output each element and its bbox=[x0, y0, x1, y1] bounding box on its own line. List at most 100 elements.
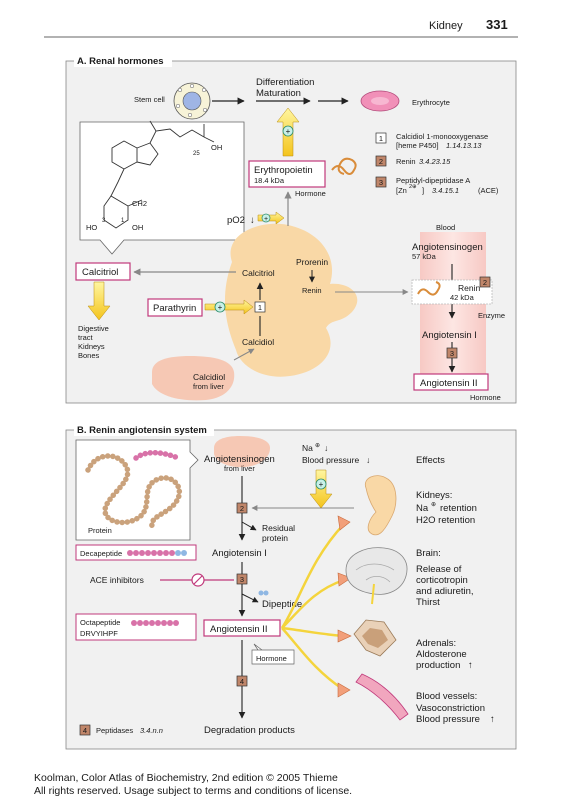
target-3: Kidneys bbox=[78, 342, 105, 351]
octapeptide-label: Octapeptide bbox=[80, 618, 120, 627]
kidney-organ-icon bbox=[364, 475, 397, 536]
legend-3-line1: Peptidyl-dipeptidase A bbox=[396, 176, 470, 185]
erythrocyte-center bbox=[371, 97, 389, 105]
blood-label: Blood bbox=[436, 223, 455, 232]
calcitriol-box bbox=[75, 262, 131, 281]
differentiation-label: Differentiation bbox=[256, 77, 314, 88]
po2-label: pO2 bbox=[227, 215, 245, 226]
effect-adrenals-1: Aldosterone bbox=[416, 649, 467, 660]
molecule-3: 3 bbox=[102, 218, 106, 224]
brain-organ-icon bbox=[345, 547, 408, 595]
maturation-label: Maturation bbox=[256, 88, 301, 99]
hormone-a-bottom: Hormone bbox=[470, 393, 501, 402]
effect-vessels-up: ↑ bbox=[490, 714, 495, 725]
legend-3-ec: 3.4.15.1 bbox=[432, 186, 459, 195]
legend-1-box bbox=[375, 132, 387, 144]
legend-4-num: 4 bbox=[83, 726, 87, 735]
effect-vessels: Blood vessels: bbox=[416, 691, 477, 702]
molecule-oh: OH bbox=[211, 143, 222, 152]
legend-4-box bbox=[79, 724, 91, 736]
enzyme-1-num: 1 bbox=[258, 303, 262, 312]
erythropoietin-label: Erythropoietin bbox=[254, 165, 313, 176]
angiotensin2-a-label: Angiotensin II bbox=[420, 378, 478, 389]
section-b-title: B. Renin angiotensin system bbox=[77, 425, 207, 436]
arrow-liver-kidney bbox=[233, 348, 255, 361]
plus-icon-epo bbox=[282, 125, 294, 137]
liver-shape-b bbox=[214, 436, 270, 468]
plus-icon-po2 bbox=[261, 213, 271, 223]
angiotensin2-a-box bbox=[413, 373, 489, 391]
enzyme-4-num: 4 bbox=[240, 677, 244, 686]
hormone-b-label: Hormone bbox=[256, 654, 287, 663]
chapter-title: Kidney bbox=[429, 20, 463, 32]
residual-1: Residual bbox=[262, 523, 295, 533]
decapeptide-label: Decapeptide bbox=[80, 549, 122, 558]
molecule-oh2: OH bbox=[132, 223, 143, 232]
curve-to-vessels bbox=[281, 627, 345, 692]
protein-label: Protein bbox=[88, 526, 112, 535]
calcitriol-box-label: Calcitriol bbox=[82, 267, 118, 278]
effect-brain-3: and adiuretin, bbox=[416, 586, 474, 597]
stem-cell-icon bbox=[173, 82, 211, 120]
degradation-label: Degradation products bbox=[204, 725, 295, 736]
plus-sign-epo: + bbox=[286, 127, 291, 136]
legend-3-line2: [Zn bbox=[396, 186, 407, 195]
arrowhead-kidney bbox=[337, 515, 351, 531]
enzyme-2-num-a: 2 bbox=[483, 278, 487, 287]
blood-pressure-label: Blood pressure bbox=[302, 455, 359, 465]
parathyrin-label: Parathyrin bbox=[153, 303, 196, 314]
enzyme-2-num-b: 2 bbox=[240, 504, 244, 513]
legend-1-line2: [heme P450] bbox=[396, 141, 439, 150]
erythropoietin-protein-icon bbox=[331, 157, 357, 175]
octapeptide-beads-icon bbox=[131, 620, 179, 626]
legend-3-num: 3 bbox=[379, 178, 383, 187]
angiotensin1-b-label: Angiotensin I bbox=[212, 548, 267, 559]
legend-3-bracket: ] bbox=[422, 186, 424, 195]
molecule-25: 25 bbox=[193, 151, 200, 157]
target-1: Digestive bbox=[78, 324, 109, 333]
renin-small-label: Renin bbox=[302, 286, 322, 295]
brain-stalk bbox=[371, 583, 375, 605]
effect-adrenals-up: ↑ bbox=[468, 660, 473, 671]
enzyme-4-box bbox=[236, 675, 248, 687]
dipeptide-bead-2 bbox=[263, 590, 269, 596]
legend-2-num: 2 bbox=[379, 157, 383, 166]
footer-line-2: All rights reserved. Usage subject to te… bbox=[34, 785, 352, 797]
octapeptide-box bbox=[75, 613, 197, 641]
plus-sign-bp: + bbox=[319, 480, 324, 489]
blood-vessel bbox=[420, 232, 486, 388]
plus-icon-pth bbox=[214, 301, 226, 313]
kidney-shape bbox=[224, 223, 358, 377]
effect-na-charge: ⊕ bbox=[431, 502, 436, 508]
arrowhead-brain bbox=[337, 572, 352, 587]
legend-3-box bbox=[375, 176, 387, 188]
na-label: Na bbox=[302, 443, 313, 453]
peptidases-label: Peptidases bbox=[96, 726, 133, 735]
arrow-residual bbox=[241, 521, 257, 531]
legend-3-zn-charge: 2⊕ bbox=[409, 184, 417, 190]
legend-2-box bbox=[375, 155, 387, 167]
effect-h2o-retention: H2O retention bbox=[416, 515, 475, 526]
protein-bead-chain-icon bbox=[85, 450, 183, 529]
renin-mass: 42 kDa bbox=[450, 293, 475, 302]
enzyme-3-box-a bbox=[446, 347, 458, 359]
molecule-ch2: CH2 bbox=[132, 199, 147, 208]
enzyme-2-box-b bbox=[236, 502, 248, 514]
footer-line-1: Koolman, Color Atlas of Biochemistry, 2n… bbox=[34, 772, 338, 784]
effects-title: Effects bbox=[416, 455, 445, 466]
prorenin-label: Prorenin bbox=[296, 257, 328, 267]
section-a-title-bg bbox=[74, 54, 172, 67]
renin-label: Renin bbox=[458, 283, 480, 293]
page-number: 331 bbox=[486, 17, 508, 32]
calcidiol-kidney-label: Calcidiol bbox=[242, 337, 274, 347]
octapeptide-sequence: DRVYIHPF bbox=[80, 629, 118, 638]
dipeptide-label: Dipeptide bbox=[262, 599, 302, 610]
from-liver-label-a: from liver bbox=[193, 382, 224, 391]
effect-brain-1: Release of bbox=[416, 564, 462, 575]
legend-3-tail: (ACE) bbox=[478, 186, 499, 195]
legend-2-ec: 3.4.23.15 bbox=[419, 157, 451, 166]
effect-adrenals: Adrenals: bbox=[416, 638, 456, 649]
inhibit-slash bbox=[193, 575, 203, 585]
curve-to-kidney bbox=[280, 523, 345, 629]
